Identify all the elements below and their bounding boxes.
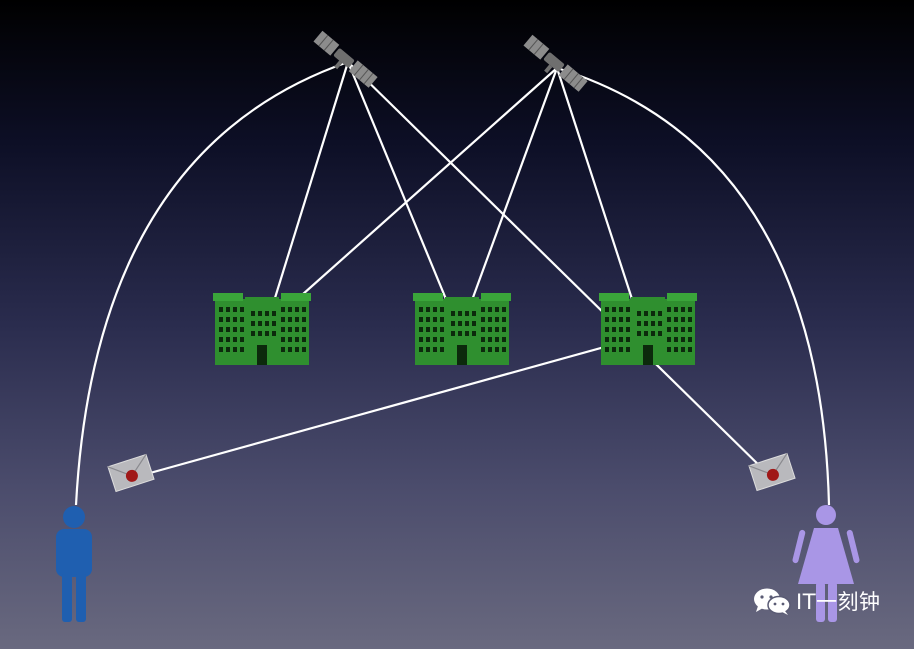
building-middle-icon (413, 293, 511, 365)
watermark-text: IT一刻钟 (796, 590, 881, 614)
link-sat-left-to-building-middle (346, 61, 462, 334)
link-sat-left-to-building-left (264, 61, 350, 328)
link-sat-right-to-building-middle (458, 67, 559, 334)
link-building-right-to-envelope-left (131, 334, 645, 480)
envelope-right-icon (748, 452, 796, 492)
woman-icon (792, 505, 860, 622)
link-sat-right-to-building-left (265, 67, 558, 328)
satellite-left-icon (309, 30, 379, 93)
man-icon (56, 506, 92, 622)
link-sat-right-to-building-right (555, 67, 646, 337)
building-left-icon (213, 293, 311, 365)
arc-woman-to-sat-right (556, 66, 831, 506)
wechat-icon (754, 588, 791, 615)
watermark: IT一刻钟 (752, 586, 881, 616)
link-sat-left-to-envelope-right (347, 61, 771, 477)
envelope-left-icon (107, 453, 155, 493)
satellite-right-icon (519, 34, 589, 97)
arc-man-to-sat-left (74, 60, 349, 506)
building-right-icon (599, 293, 697, 365)
